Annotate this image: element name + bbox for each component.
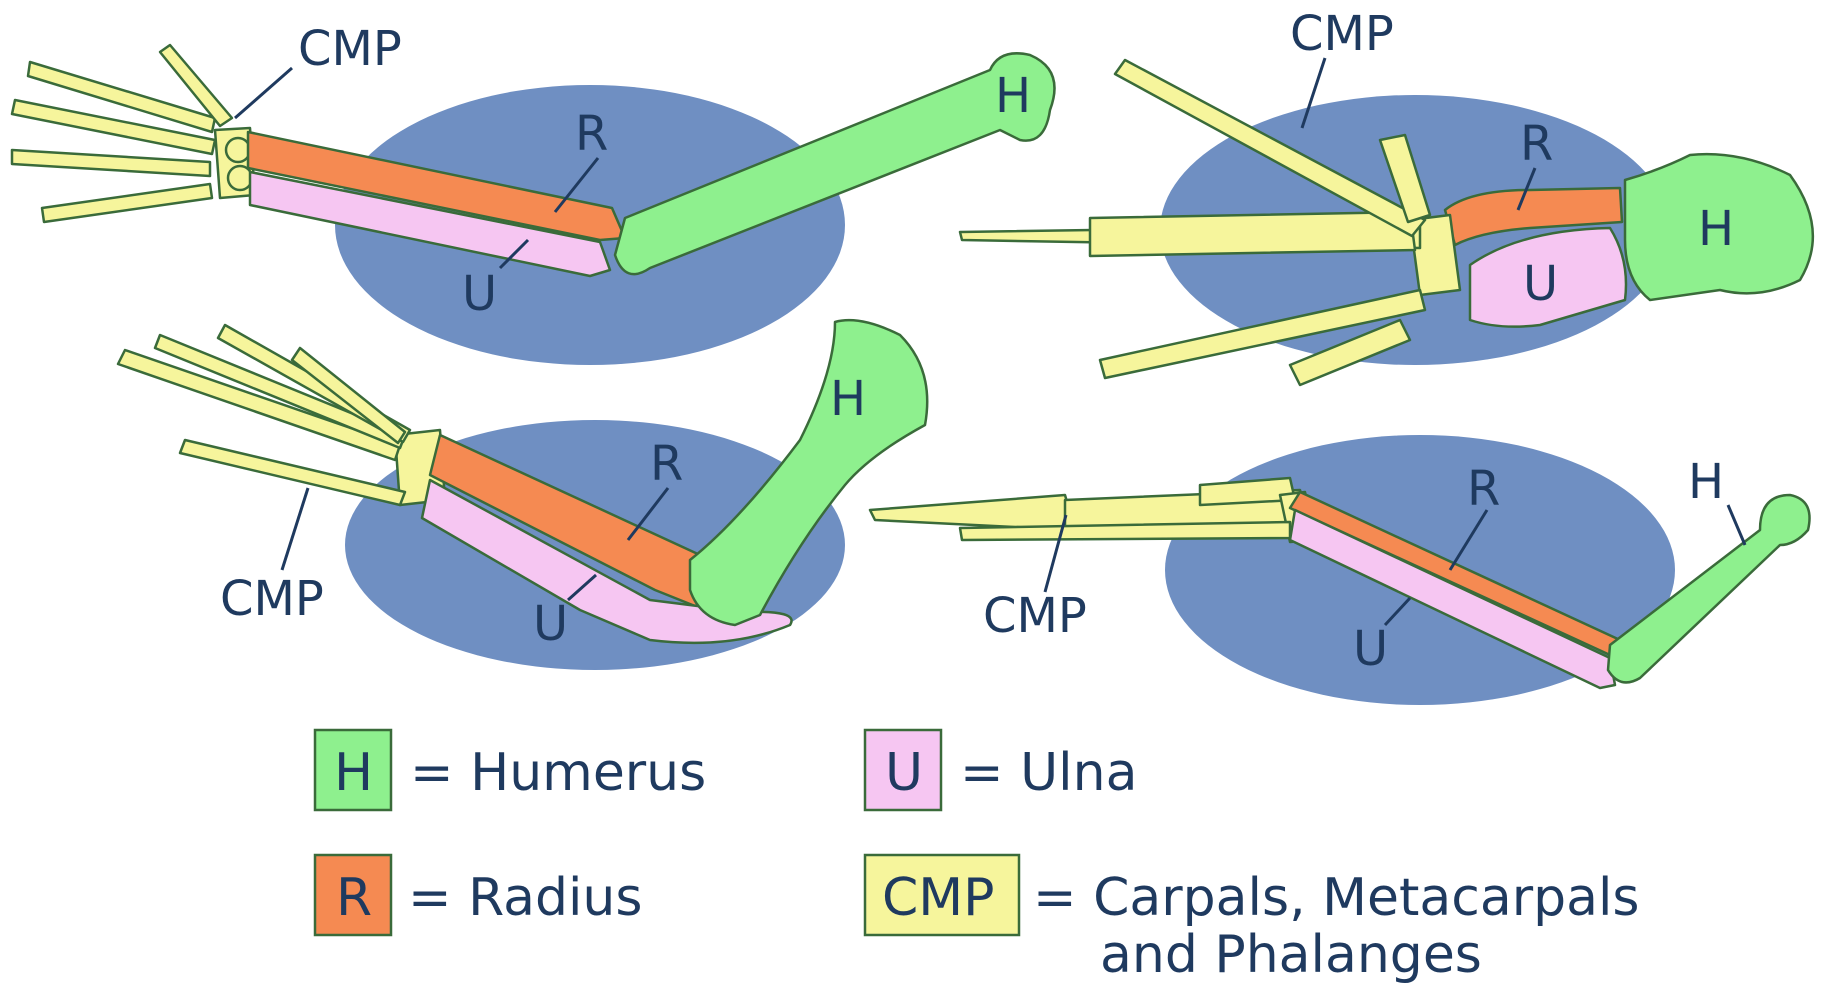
legend-ulna-text: = Ulna xyxy=(960,743,1137,803)
legend-ulna-key: U xyxy=(885,743,923,803)
panel-whale-flipper: H R U CMP xyxy=(960,6,1813,385)
legend-humerus: H = Humerus xyxy=(315,730,706,810)
legend-radius-key: R xyxy=(336,868,372,928)
panel-1-cmp-label: CMP xyxy=(298,21,402,77)
panel-4-cmp-label: CMP xyxy=(983,588,1087,644)
panel-1-humerus-label: H xyxy=(995,68,1031,124)
panel-2-ulna-label: U xyxy=(1523,256,1558,312)
legend-cmp-text-line2: and Phalanges xyxy=(1100,925,1482,984)
panel-3-radius-label: R xyxy=(650,436,683,492)
panel-4-radius-label: R xyxy=(1467,461,1500,517)
panel-4-cmp-bones xyxy=(870,478,1315,542)
legend-humerus-key: H xyxy=(334,743,373,803)
panel-1-cmp-bones xyxy=(12,45,255,222)
legend-ulna: U = Ulna xyxy=(865,730,1137,810)
legend-cmp: CMP = Carpals, Metacarpals and Phalanges xyxy=(865,855,1639,984)
panel-cat-leg: H R U CMP xyxy=(118,320,927,670)
legend-humerus-text: = Humerus xyxy=(410,743,706,803)
panel-4-humerus-label: H xyxy=(1688,454,1724,510)
panel-3-humerus-label: H xyxy=(830,371,866,427)
panel-3-cmp-label: CMP xyxy=(220,571,324,627)
panel-1-ulna-label: U xyxy=(462,266,497,322)
panel-1-radius-label: R xyxy=(575,106,608,162)
panel-human-arm: H R U CMP xyxy=(12,21,1055,365)
panel-2-cmp-label: CMP xyxy=(1290,6,1394,62)
legend: H = Humerus U = Ulna R = Radius CMP = Ca… xyxy=(315,730,1639,984)
legend-radius: R = Radius xyxy=(315,855,642,935)
legend-cmp-key: CMP xyxy=(882,868,995,928)
panel-3-ulna-label: U xyxy=(533,596,568,652)
panel-2-radius-label: R xyxy=(1520,116,1553,172)
panel-2-humerus-label: H xyxy=(1698,201,1734,257)
panel-4-ulna-label: U xyxy=(1353,621,1388,677)
legend-radius-text: = Radius xyxy=(408,868,642,928)
legend-cmp-text-line1: = Carpals, Metacarpals xyxy=(1033,868,1639,928)
panel-bird-wing: H R U CMP xyxy=(870,435,1810,705)
